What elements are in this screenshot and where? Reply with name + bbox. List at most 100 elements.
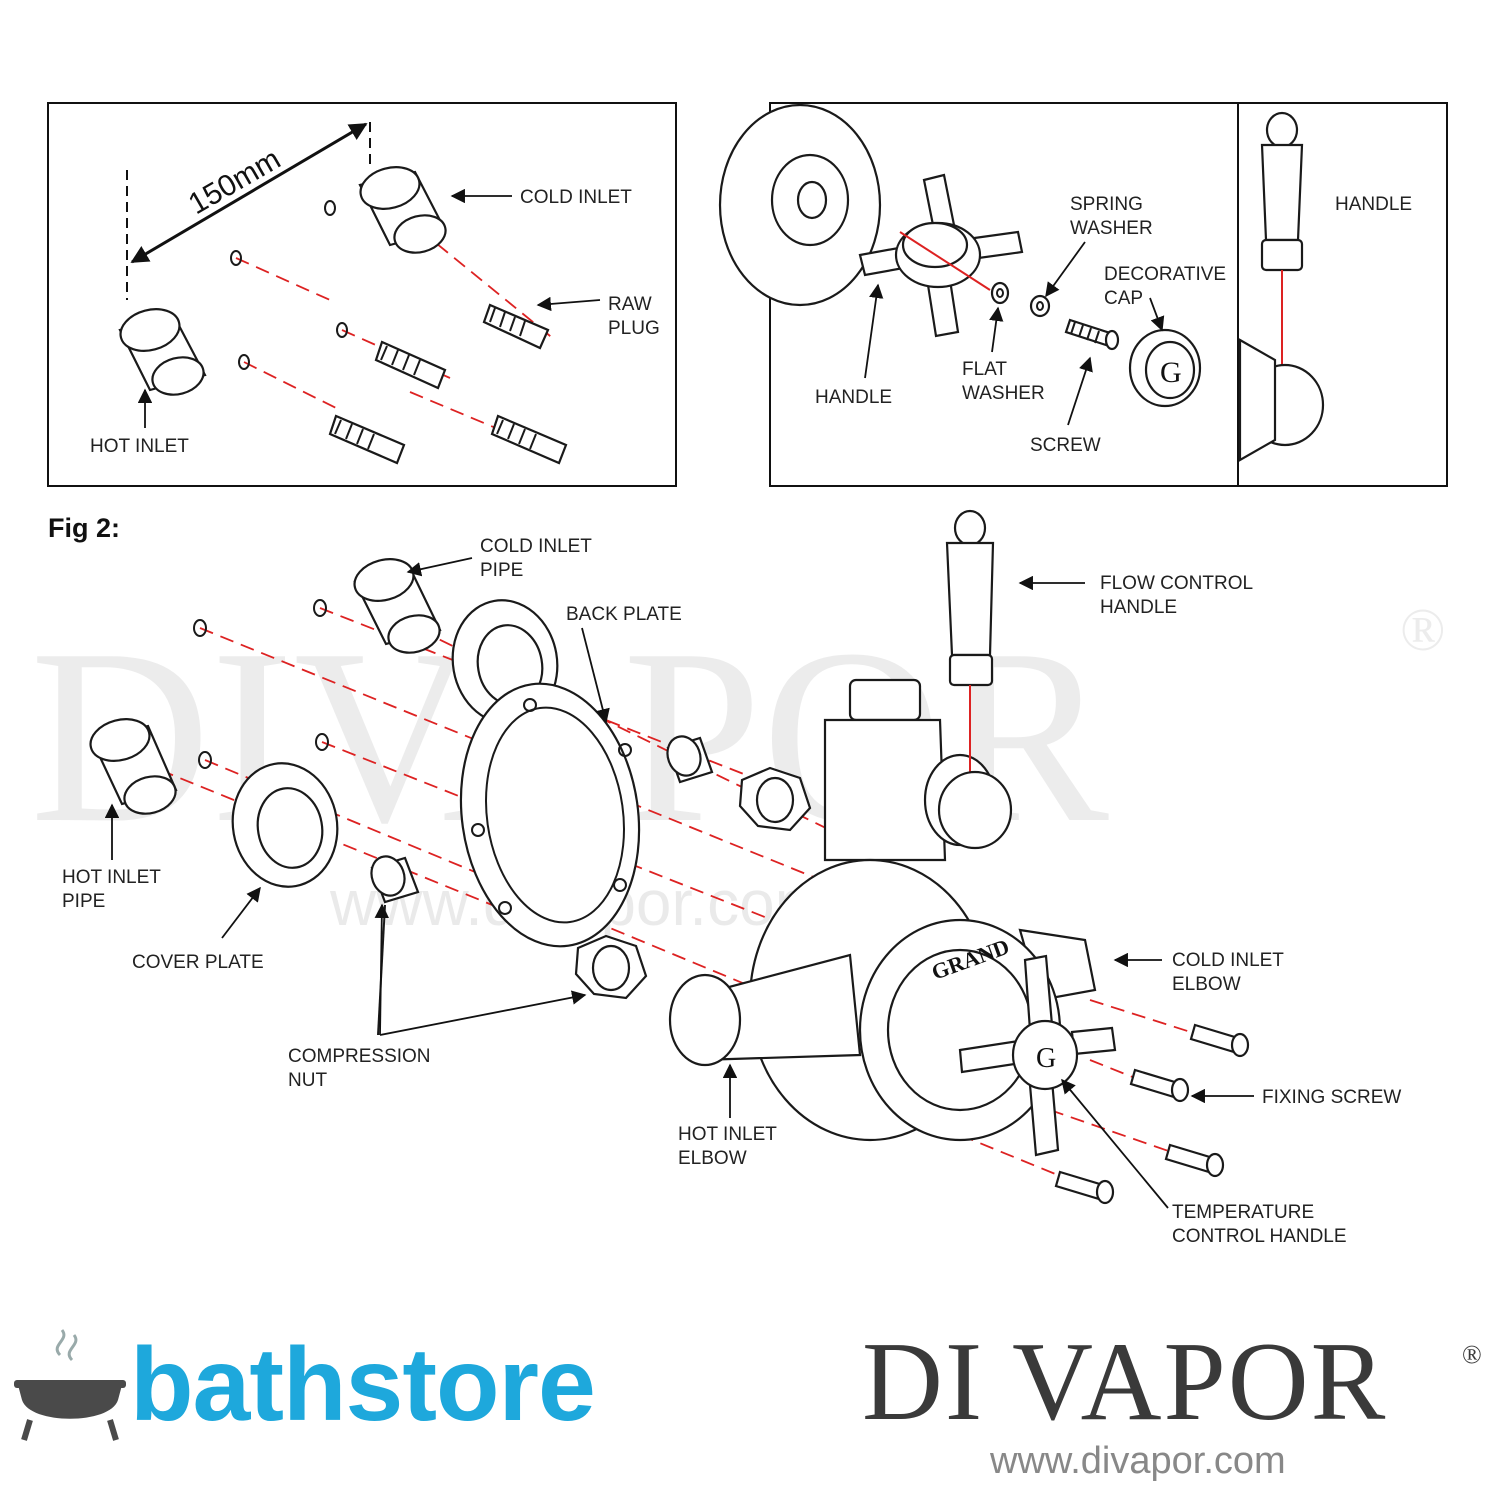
temperature-handle-part: G: [958, 954, 1117, 1157]
leader-arrow: [581, 627, 610, 724]
compression-nut-part: [738, 766, 812, 832]
leader-arrow: [374, 903, 389, 1036]
dial-letter: G: [1036, 1043, 1056, 1074]
label-flow-control: FLOW CONTROL: [1100, 573, 1253, 594]
cap-letter: G: [1160, 356, 1182, 389]
compression-ring-part: [370, 855, 420, 904]
label-screw: SCREW: [1030, 435, 1101, 456]
guide-line: [959, 1134, 1071, 1181]
label-spring-washer-2: WASHER: [1070, 218, 1153, 239]
label-compression-nut: COMPRESSION: [288, 1046, 431, 1067]
label-cover-plate: COVER PLATE: [132, 952, 264, 973]
wall-hole: [313, 599, 327, 617]
label-raw-plug: RAW: [608, 294, 652, 315]
label-flat-washer-2: WASHER: [962, 383, 1045, 404]
label-fixing-screw: FIXING SCREW: [1262, 1087, 1401, 1108]
leader-arrow: [221, 886, 261, 939]
label-handle-lever: HANDLE: [1335, 194, 1412, 215]
spring-washer-part: [1029, 294, 1051, 318]
decorative-cap-part: G: [1128, 328, 1202, 408]
label-hot-inlet-elbow-2: ELBOW: [678, 1148, 747, 1169]
label-cold-inlet-elbow: COLD INLET: [1172, 950, 1284, 971]
panel-1-frame: [47, 102, 677, 487]
leader-arrow: [864, 283, 884, 379]
wall-hole: [198, 751, 212, 769]
label-spring-washer: SPRING: [1070, 194, 1143, 215]
leader-arrow: [989, 306, 1004, 353]
wall-hole: [336, 322, 348, 338]
leader-arrow: [1067, 356, 1093, 426]
guide-line: [235, 257, 331, 301]
leader-arrow: [1061, 1078, 1169, 1209]
fixing-screw-part: [1189, 1023, 1250, 1058]
label-back-plate: BACK PLATE: [566, 604, 682, 625]
label-flat-washer: FLAT: [962, 359, 1007, 380]
guide-line: [243, 361, 341, 411]
wall-hole: [315, 733, 329, 751]
raw-plug-part: [328, 414, 406, 465]
hot-inlet-pipe-part: [118, 308, 207, 396]
label-cold-inlet-pipe-2: PIPE: [480, 560, 523, 581]
leader-arrow: [1045, 241, 1086, 298]
compression-ring-part: [666, 735, 714, 784]
wall-hole: [193, 619, 207, 637]
label-cold-inlet-elbow-2: ELBOW: [1172, 974, 1241, 995]
valve-body-part: GRAND: [668, 678, 1097, 1142]
figure-label: Fig 2:: [48, 513, 120, 543]
fixing-screw-part: [1164, 1143, 1225, 1178]
hot-inlet-pipe-part: [89, 718, 178, 815]
divapor-url: www.divapor.com: [990, 1440, 1286, 1482]
label-hot-inlet: HOT INLET: [90, 436, 189, 457]
cover-plate-bottom-part: [231, 762, 339, 888]
panel-handle-assembly: G SPRING WASHER HANDLE DECORATIVE CAP HA…: [718, 102, 1448, 487]
watermark-reg: ®: [1400, 597, 1446, 663]
label-hot-inlet-pipe-2: PIPE: [62, 891, 105, 912]
screw-part: [1064, 318, 1120, 351]
label-raw-plug-2: PLUG: [608, 318, 660, 339]
leader-arrow: [379, 990, 587, 1036]
wall-hole: [238, 354, 250, 370]
fixing-screw-part: [1129, 1068, 1190, 1103]
figure-2: Fig 2:: [48, 509, 1401, 1247]
thermostat-dial-part: [718, 103, 882, 307]
label-handle-cross: HANDLE: [815, 387, 892, 408]
compression-nut-part: [574, 934, 648, 1000]
label-cold-inlet: COLD INLET: [520, 187, 632, 208]
label-hot-inlet-pipe: HOT INLET: [62, 867, 161, 888]
cold-inlet-pipe-part: [353, 558, 442, 654]
bath-icon: [14, 1329, 126, 1441]
dimension-arrow: [130, 122, 368, 264]
guide-line: [1049, 1109, 1181, 1156]
divapor-logo: DI VAPOR: [862, 1320, 1388, 1444]
leader-arrow: [406, 557, 473, 577]
wall-hole: [230, 250, 242, 266]
raw-plug-part: [490, 414, 568, 465]
label-decorative-cap: DECORATIVE: [1104, 264, 1226, 285]
bathstore-logo: bathstore: [130, 1327, 596, 1443]
fixing-screw-part: [1054, 1170, 1115, 1205]
label-decorative-cap-2: CAP: [1104, 288, 1143, 309]
label-compression-nut-2: NUT: [288, 1070, 327, 1091]
guide-line: [1089, 999, 1201, 1036]
divapor-reg-mark: ®: [1462, 1340, 1482, 1369]
cold-inlet-pipe-part: [358, 166, 447, 254]
label-hot-inlet-elbow: HOT INLET: [678, 1124, 777, 1145]
guide-line: [419, 229, 556, 341]
cross-handle-part: [858, 173, 1024, 338]
flow-control-handle-part: [937, 509, 1013, 850]
leader-arrow: [1149, 297, 1165, 332]
panel-wall-fixing: 150mm: [47, 102, 677, 487]
leader-arrow: [536, 296, 601, 312]
label-flow-control-2: HANDLE: [1100, 597, 1177, 618]
guide-line: [1089, 1059, 1141, 1081]
lever-handle-part: [1238, 111, 1325, 462]
back-plate-part: [459, 682, 641, 948]
label-cold-inlet-pipe: COLD INLET: [480, 536, 592, 557]
wall-hole: [324, 200, 336, 216]
label-temperature-control-2: CONTROL HANDLE: [1172, 1226, 1347, 1247]
raw-plug-part: [374, 340, 447, 390]
flat-washer-part: [990, 281, 1010, 305]
raw-plug-part: [482, 303, 550, 350]
label-temperature-control: TEMPERATURE: [1172, 1202, 1314, 1223]
